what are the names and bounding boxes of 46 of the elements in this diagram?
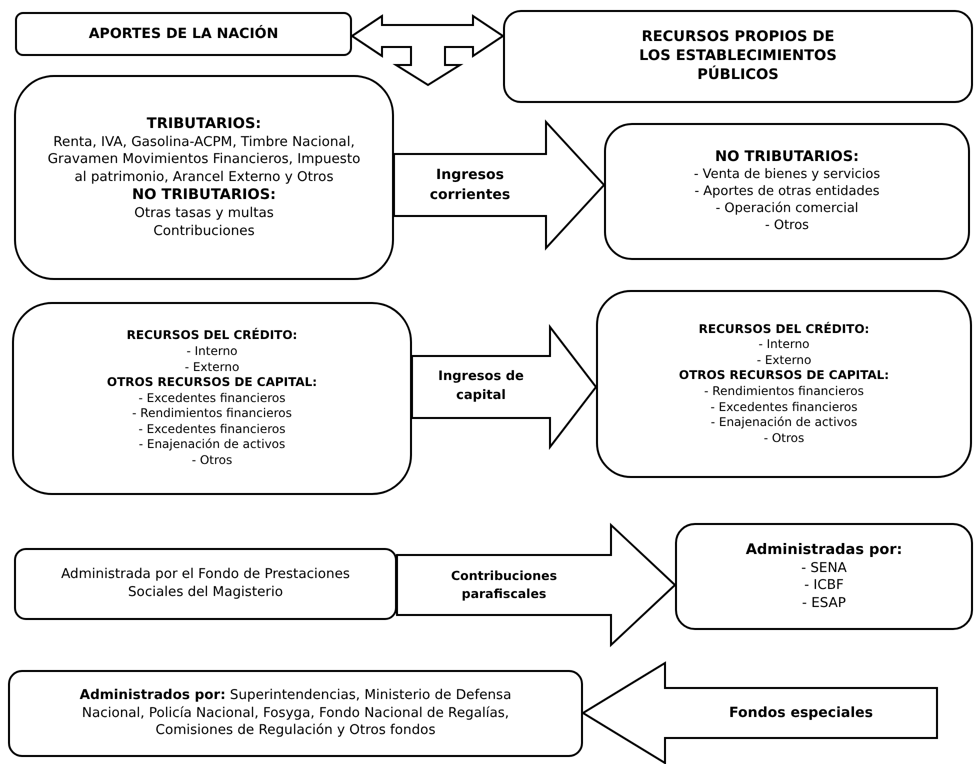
rounded-box — [12, 302, 412, 495]
rounded-box — [604, 123, 970, 260]
list-item-text: - SENA — [801, 560, 847, 578]
box-text: Administrados por: Superintendencias, Ministerio de Defensa Nacional, Policía Nacional, Fosyga, Fondo Nacional de Regalías, Comisiones de Regulación y Otros fondos — [78, 687, 512, 740]
heading-text: RECURSOS DEL CRÉDITO: — [126, 328, 298, 344]
rounded-box — [675, 523, 973, 630]
list-item-text: - Externo — [756, 352, 812, 368]
rounded-box — [503, 10, 973, 103]
heading-text: Administradas por: — [746, 540, 902, 560]
heading-text: NO TRIBUTARIOS: — [715, 148, 859, 168]
rounded-box — [15, 12, 352, 56]
heading-text: TRIBUTARIOS: — [146, 114, 262, 134]
heading-text: RECURSOS DEL CRÉDITO: — [698, 322, 870, 338]
list-item-text: - Excedentes financieros — [138, 422, 286, 438]
rounded-box — [596, 290, 972, 478]
list-item-text: - ICBF — [804, 577, 844, 595]
list-item-text: - Excedentes financieros — [138, 390, 286, 406]
list-item-text: Contribuciones — [153, 222, 255, 240]
rounded-box — [14, 548, 397, 620]
box-text: Administrada por el Fondo de Prestaciones Sociales del Magisterio — [60, 566, 351, 602]
list-item-text: - Otros — [765, 218, 809, 235]
list-item-text: - ESAP — [802, 594, 846, 612]
list-item-text: - Interno — [758, 337, 810, 353]
list-item-text: - Enajenación de activos — [138, 437, 286, 454]
box-text: RECURSOS PROPIOS DE LOS ESTABLECIMIENTOS PÚBLICOS — [638, 28, 838, 85]
list-item-text: - Enajenación de activos — [710, 415, 858, 431]
box-text: APORTES DE LA NACIÓN — [88, 24, 278, 44]
rounded-box — [8, 670, 583, 757]
heading-text: OTROS RECURSOS DE CAPITAL: — [678, 368, 890, 384]
list-item-text: - Operación comercial — [716, 200, 858, 218]
list-item-text: - Aportes de otras entidades — [694, 184, 880, 201]
block-arrow — [392, 45, 464, 86]
list-item-text: - Otros — [192, 453, 232, 469]
list-item-text: - Rendimientos financieros — [132, 406, 292, 422]
list-item-text: Otras tasas y multas — [134, 205, 274, 223]
list-item-text: - Otros — [764, 430, 804, 446]
heading-text: NO TRIBUTARIOS: — [132, 186, 276, 206]
heading-text: OTROS RECURSOS DE CAPITAL: — [106, 375, 318, 391]
list-item-text: - Venta de bienes y servicios — [694, 167, 880, 184]
list-item-text: - Externo — [184, 360, 240, 376]
list-item-text: - Excedentes financieros — [710, 400, 858, 416]
rounded-box — [14, 75, 394, 280]
block-arrow — [350, 14, 505, 58]
list-item-text: - Interno — [186, 344, 238, 360]
list-item-text: - Rendimientos financieros — [704, 384, 864, 400]
list-item-text: Renta, IVA, Gasolina-ACPM, Timbre Nacional, Gravamen Movimientos Financieros, Impuesto al patrimonio, Arancel Externo y Otros — [46, 134, 362, 186]
